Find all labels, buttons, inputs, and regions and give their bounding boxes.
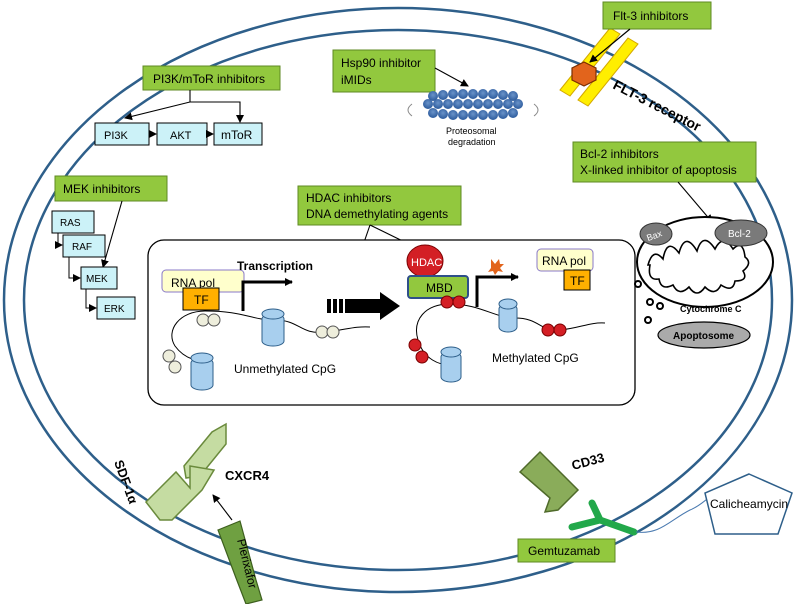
flt3-inhibitor-arrow — [589, 28, 631, 63]
mek-label: MEK — [86, 274, 108, 285]
cxcr4-receptor-icon — [183, 422, 227, 479]
apoptosome-ellipse: Apoptosome — [657, 321, 751, 349]
cxcr4-label: CXCR4 — [225, 468, 270, 483]
mtor-inhibitor-arrow — [190, 101, 244, 123]
plerixafor-icon — [217, 520, 263, 604]
flt3-inhibitors-label: Flt-3 inhibitors — [613, 9, 688, 23]
histone-left-1 — [261, 308, 285, 347]
mek-erk-arrow — [85, 289, 97, 312]
imids-label: iMIDs — [341, 73, 372, 87]
sdf1a-ligand-icon — [145, 465, 216, 521]
raf-node: RAF — [62, 234, 106, 258]
pi3k-node: PI3K — [94, 122, 150, 146]
tf-left-box: TF — [182, 287, 220, 311]
proteasome-label-2: degradation — [448, 137, 496, 147]
histone-right-2 — [440, 346, 462, 383]
cd33-label: CD33 — [570, 450, 606, 473]
hsp90-arrow — [434, 67, 469, 87]
flt3-inhibitors-box: Flt-3 inhibitors — [602, 1, 712, 30]
methylated-cpg-label: Methylated CpG — [492, 351, 579, 365]
histone-right-1 — [498, 298, 518, 333]
pi3k-mtor-inhibitors-label: PI3K/mToR inhibitors — [153, 72, 265, 86]
transcription-arrow-right — [475, 273, 519, 307]
proteasome-icon — [407, 89, 539, 120]
gemtuzamab-antibody-icon — [568, 499, 638, 536]
apoptosome-label: Apoptosome — [673, 331, 735, 342]
hsp90-inhibitors-box: Hsp90 inhibitor iMIDs — [332, 49, 436, 93]
ras-raf-arrow — [55, 233, 63, 249]
unmethylated-cpg-label: Unmethylated CpG — [234, 362, 336, 376]
methylated-cpg-circles — [408, 295, 567, 364]
mek-inhibitors-label: MEK inhibitors — [63, 182, 140, 196]
rna-pol-right-label: RNA pol — [542, 254, 586, 268]
ras-label: RAS — [60, 218, 81, 229]
bcl2-inhibitor-arrow — [677, 181, 713, 223]
bcl2-inhibitors-label: Bcl-2 inhibitors — [580, 147, 659, 161]
mek-inhibitors-box: MEK inhibitors — [54, 175, 168, 202]
tf-right-box: TF — [563, 269, 591, 291]
mbd-box: MBD — [407, 275, 469, 299]
transcription-arrow — [241, 278, 293, 311]
bcl2-label: Bcl-2 — [728, 229, 751, 240]
mtor-node: mToR — [213, 122, 263, 146]
dna-demethylating-label: DNA demethylating agents — [306, 207, 448, 221]
erk-node: ERK — [96, 296, 136, 320]
calicheamycin-pentagon: Calicheamycin — [704, 473, 793, 535]
hdac-inhibitors-label: HDAC inhibitors — [306, 191, 391, 205]
rna-pol-left-box: RNA pol — [161, 269, 245, 293]
hdac-inhibitors-box: HDAC inhibitors DNA demethylating agents — [297, 185, 462, 226]
rna-pol-right-box: RNA pol — [536, 248, 594, 272]
proteasome-label-1: Proteosomal — [446, 126, 497, 136]
mek-node: MEK — [80, 266, 118, 290]
raf-mek-arrow — [68, 257, 81, 282]
pi3k-mtor-inhibitors-box: PI3K/mToR inhibitors — [142, 65, 281, 91]
pi3k-label: PI3K — [104, 130, 129, 142]
histone-left-2 — [190, 352, 214, 391]
ras-node: RAS — [51, 210, 95, 234]
bcl2-ellipse: Bcl-2 — [714, 219, 768, 247]
erk-label: ERK — [104, 304, 125, 315]
tf-left-label: TF — [194, 293, 209, 307]
calicheamycin-label: Calicheamycin — [710, 497, 788, 511]
cd33-receptor-icon — [518, 450, 580, 513]
cytochrome-c-dots — [634, 280, 664, 324]
sdf1a-label: SDF-1α — [111, 458, 141, 506]
cell-membrane-outer — [2, 6, 794, 594]
linker-line — [635, 496, 711, 533]
mtor-label: mToR — [221, 128, 253, 142]
hsp90-label: Hsp90 inhibitor — [341, 56, 421, 70]
hdac-ellipse: HDAC — [406, 244, 444, 278]
hdac-label: HDAC — [411, 257, 442, 269]
raf-label: RAF — [72, 242, 92, 253]
unmethylated-cpg-circles — [162, 313, 340, 374]
gemtuzamab-box: Gemtuzamab — [517, 538, 616, 563]
mek-inhibitor-arrow — [101, 200, 123, 268]
blocked-icon — [488, 259, 504, 275]
xiap-label: X-linked inhibitor of apoptosis — [580, 163, 737, 177]
akt-node: AKT — [156, 122, 208, 146]
plerixafor-arrow — [212, 494, 233, 521]
transcription-label: Transcription — [237, 259, 313, 273]
cytochrome-c-label: Cytochrome C — [680, 304, 742, 314]
cell-membrane-inner — [22, 28, 774, 572]
bcl2-inhibitors-box: Bcl-2 inhibitors X-linked inhibitor of a… — [572, 141, 757, 183]
rna-pol-left-label: RNA pol — [171, 276, 215, 290]
gemtuzamab-label: Gemtuzamab — [528, 544, 600, 558]
mbd-label: MBD — [426, 281, 453, 295]
tf-right-label: TF — [570, 274, 585, 288]
akt-label: AKT — [170, 130, 192, 142]
bax-ellipse: Bax — [639, 222, 673, 246]
methylation-arrow-icon — [327, 292, 400, 320]
